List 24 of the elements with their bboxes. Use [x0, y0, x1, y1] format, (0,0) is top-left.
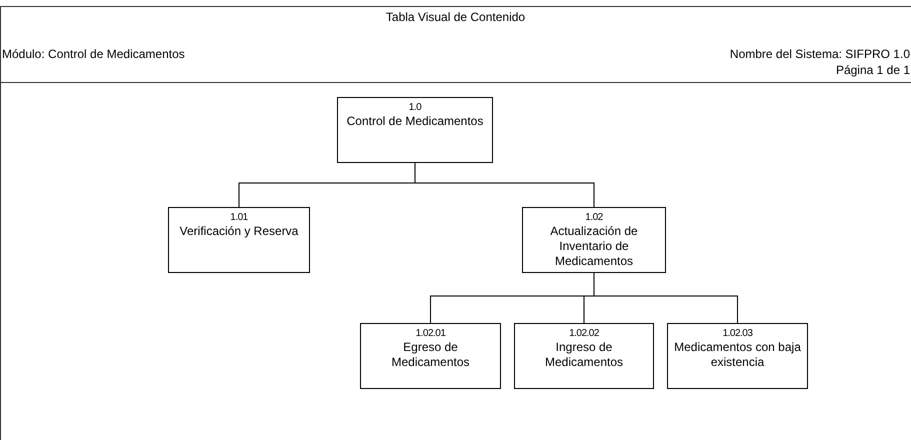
node-number: 1.02.01: [416, 327, 446, 340]
module-label: Módulo: Control de Medicamentos: [2, 46, 185, 62]
process-box: [667, 323, 808, 389]
system-name-label: Nombre del Sistema: SIFPRO 1.0: [730, 46, 910, 62]
node-number: 1.02: [585, 211, 603, 224]
node-title: Verificación y Reserva: [180, 224, 298, 239]
page-number-label: Página 1 de 1: [836, 62, 910, 78]
title: Tabla Visual de Contenido: [384, 9, 526, 25]
process-box: [168, 207, 310, 273]
node-title: Actualización de Inventario de Medicamentos: [549, 224, 639, 269]
connector-line: [414, 162, 594, 208]
node-number: 1.02.02: [569, 327, 599, 340]
node-title: Egreso de Medicamentos: [390, 340, 471, 370]
node-number: 1.01: [230, 211, 248, 224]
connector-line: [594, 272, 738, 324]
process-box: [514, 323, 654, 389]
process-box: [337, 97, 493, 163]
node-title: Control de Medicamentos: [346, 114, 484, 129]
node-number: 1.02.03: [722, 327, 752, 340]
process-box: [522, 207, 666, 273]
node-number: 1.0: [408, 101, 422, 114]
process-box: [360, 323, 501, 389]
node-title: Medicamentos con baja existencia: [673, 340, 802, 370]
node-title: Ingreso de Medicamentos: [544, 340, 624, 370]
